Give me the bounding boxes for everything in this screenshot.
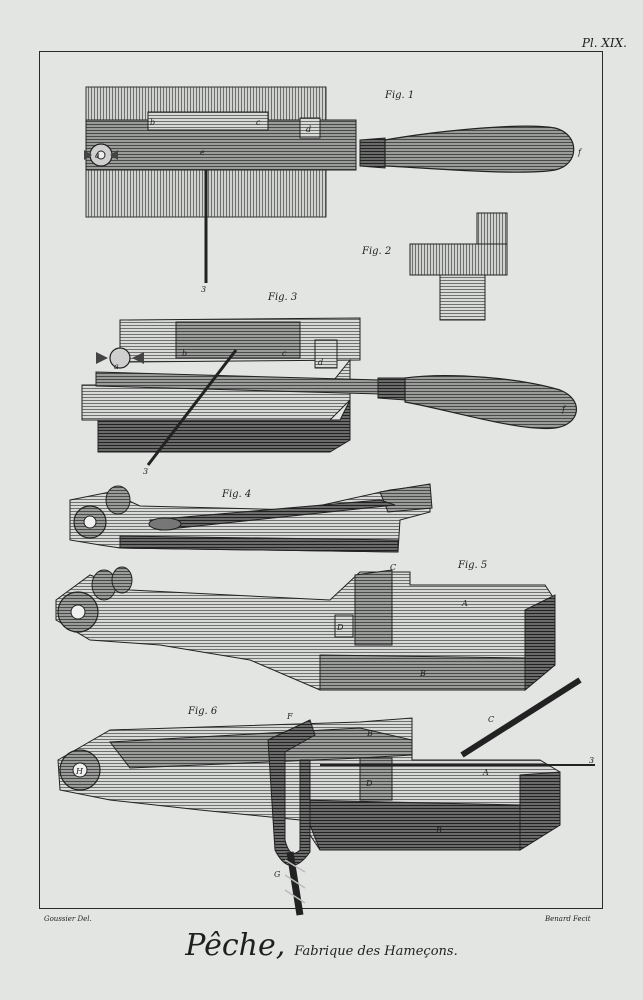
credit-left: Goussier Del. bbox=[44, 915, 92, 923]
title-main: Pêche, bbox=[185, 928, 286, 963]
plate-frame bbox=[39, 51, 603, 909]
svg-text:f: f bbox=[561, 405, 567, 414]
svg-text:B: B bbox=[366, 729, 373, 738]
fig2-label: Fig. 2 bbox=[362, 246, 392, 257]
svg-text:A: A bbox=[461, 599, 468, 608]
fig5-tool: C A D B bbox=[55, 563, 556, 692]
fig6-label: Fig. 6 bbox=[188, 706, 218, 717]
svg-text:3: 3 bbox=[143, 467, 148, 476]
fig5-label: Fig. 5 bbox=[458, 560, 488, 571]
credit-right: Benard Fecit bbox=[545, 915, 591, 923]
svg-text:D: D bbox=[336, 623, 344, 632]
svg-text:c: c bbox=[282, 349, 287, 358]
svg-text:3: 3 bbox=[201, 285, 206, 294]
svg-text:H: H bbox=[75, 767, 84, 776]
svg-text:C: C bbox=[390, 563, 396, 572]
fig3-tool: a b c d f 3 bbox=[81, 317, 578, 476]
fig4-label: Fig. 4 bbox=[222, 489, 252, 500]
svg-text:a: a bbox=[114, 362, 119, 371]
svg-text:G: G bbox=[274, 870, 281, 879]
fig6-tool: F B C A D B G H 3 bbox=[57, 677, 595, 916]
fig2-cross-section bbox=[409, 212, 508, 321]
svg-text:e: e bbox=[200, 148, 205, 157]
svg-text:b: b bbox=[182, 349, 187, 358]
svg-text:B: B bbox=[419, 669, 426, 678]
svg-text:F: F bbox=[286, 712, 293, 721]
svg-text:A: A bbox=[482, 768, 489, 777]
plate-title: Pêche, Fabrique des Hameçons. bbox=[0, 928, 643, 963]
plate-number: Pl. XIX. bbox=[581, 36, 627, 50]
svg-text:a: a bbox=[95, 151, 100, 160]
svg-text:c: c bbox=[256, 118, 261, 127]
svg-text:d: d bbox=[318, 358, 323, 367]
svg-text:3: 3 bbox=[589, 756, 594, 765]
svg-text:B: B bbox=[435, 826, 442, 835]
fig1-label: Fig. 1 bbox=[385, 90, 415, 101]
fig4-tool bbox=[69, 483, 433, 553]
svg-text:b: b bbox=[150, 118, 155, 127]
title-sub: Fabrique des Hameçons. bbox=[294, 944, 458, 959]
svg-text:d: d bbox=[306, 125, 311, 134]
svg-text:C: C bbox=[488, 715, 494, 724]
fig1-tool: a b c d e f 3 bbox=[84, 86, 583, 294]
svg-text:D: D bbox=[365, 779, 373, 788]
fig3-label: Fig. 3 bbox=[268, 292, 298, 303]
svg-text:f: f bbox=[577, 148, 583, 157]
